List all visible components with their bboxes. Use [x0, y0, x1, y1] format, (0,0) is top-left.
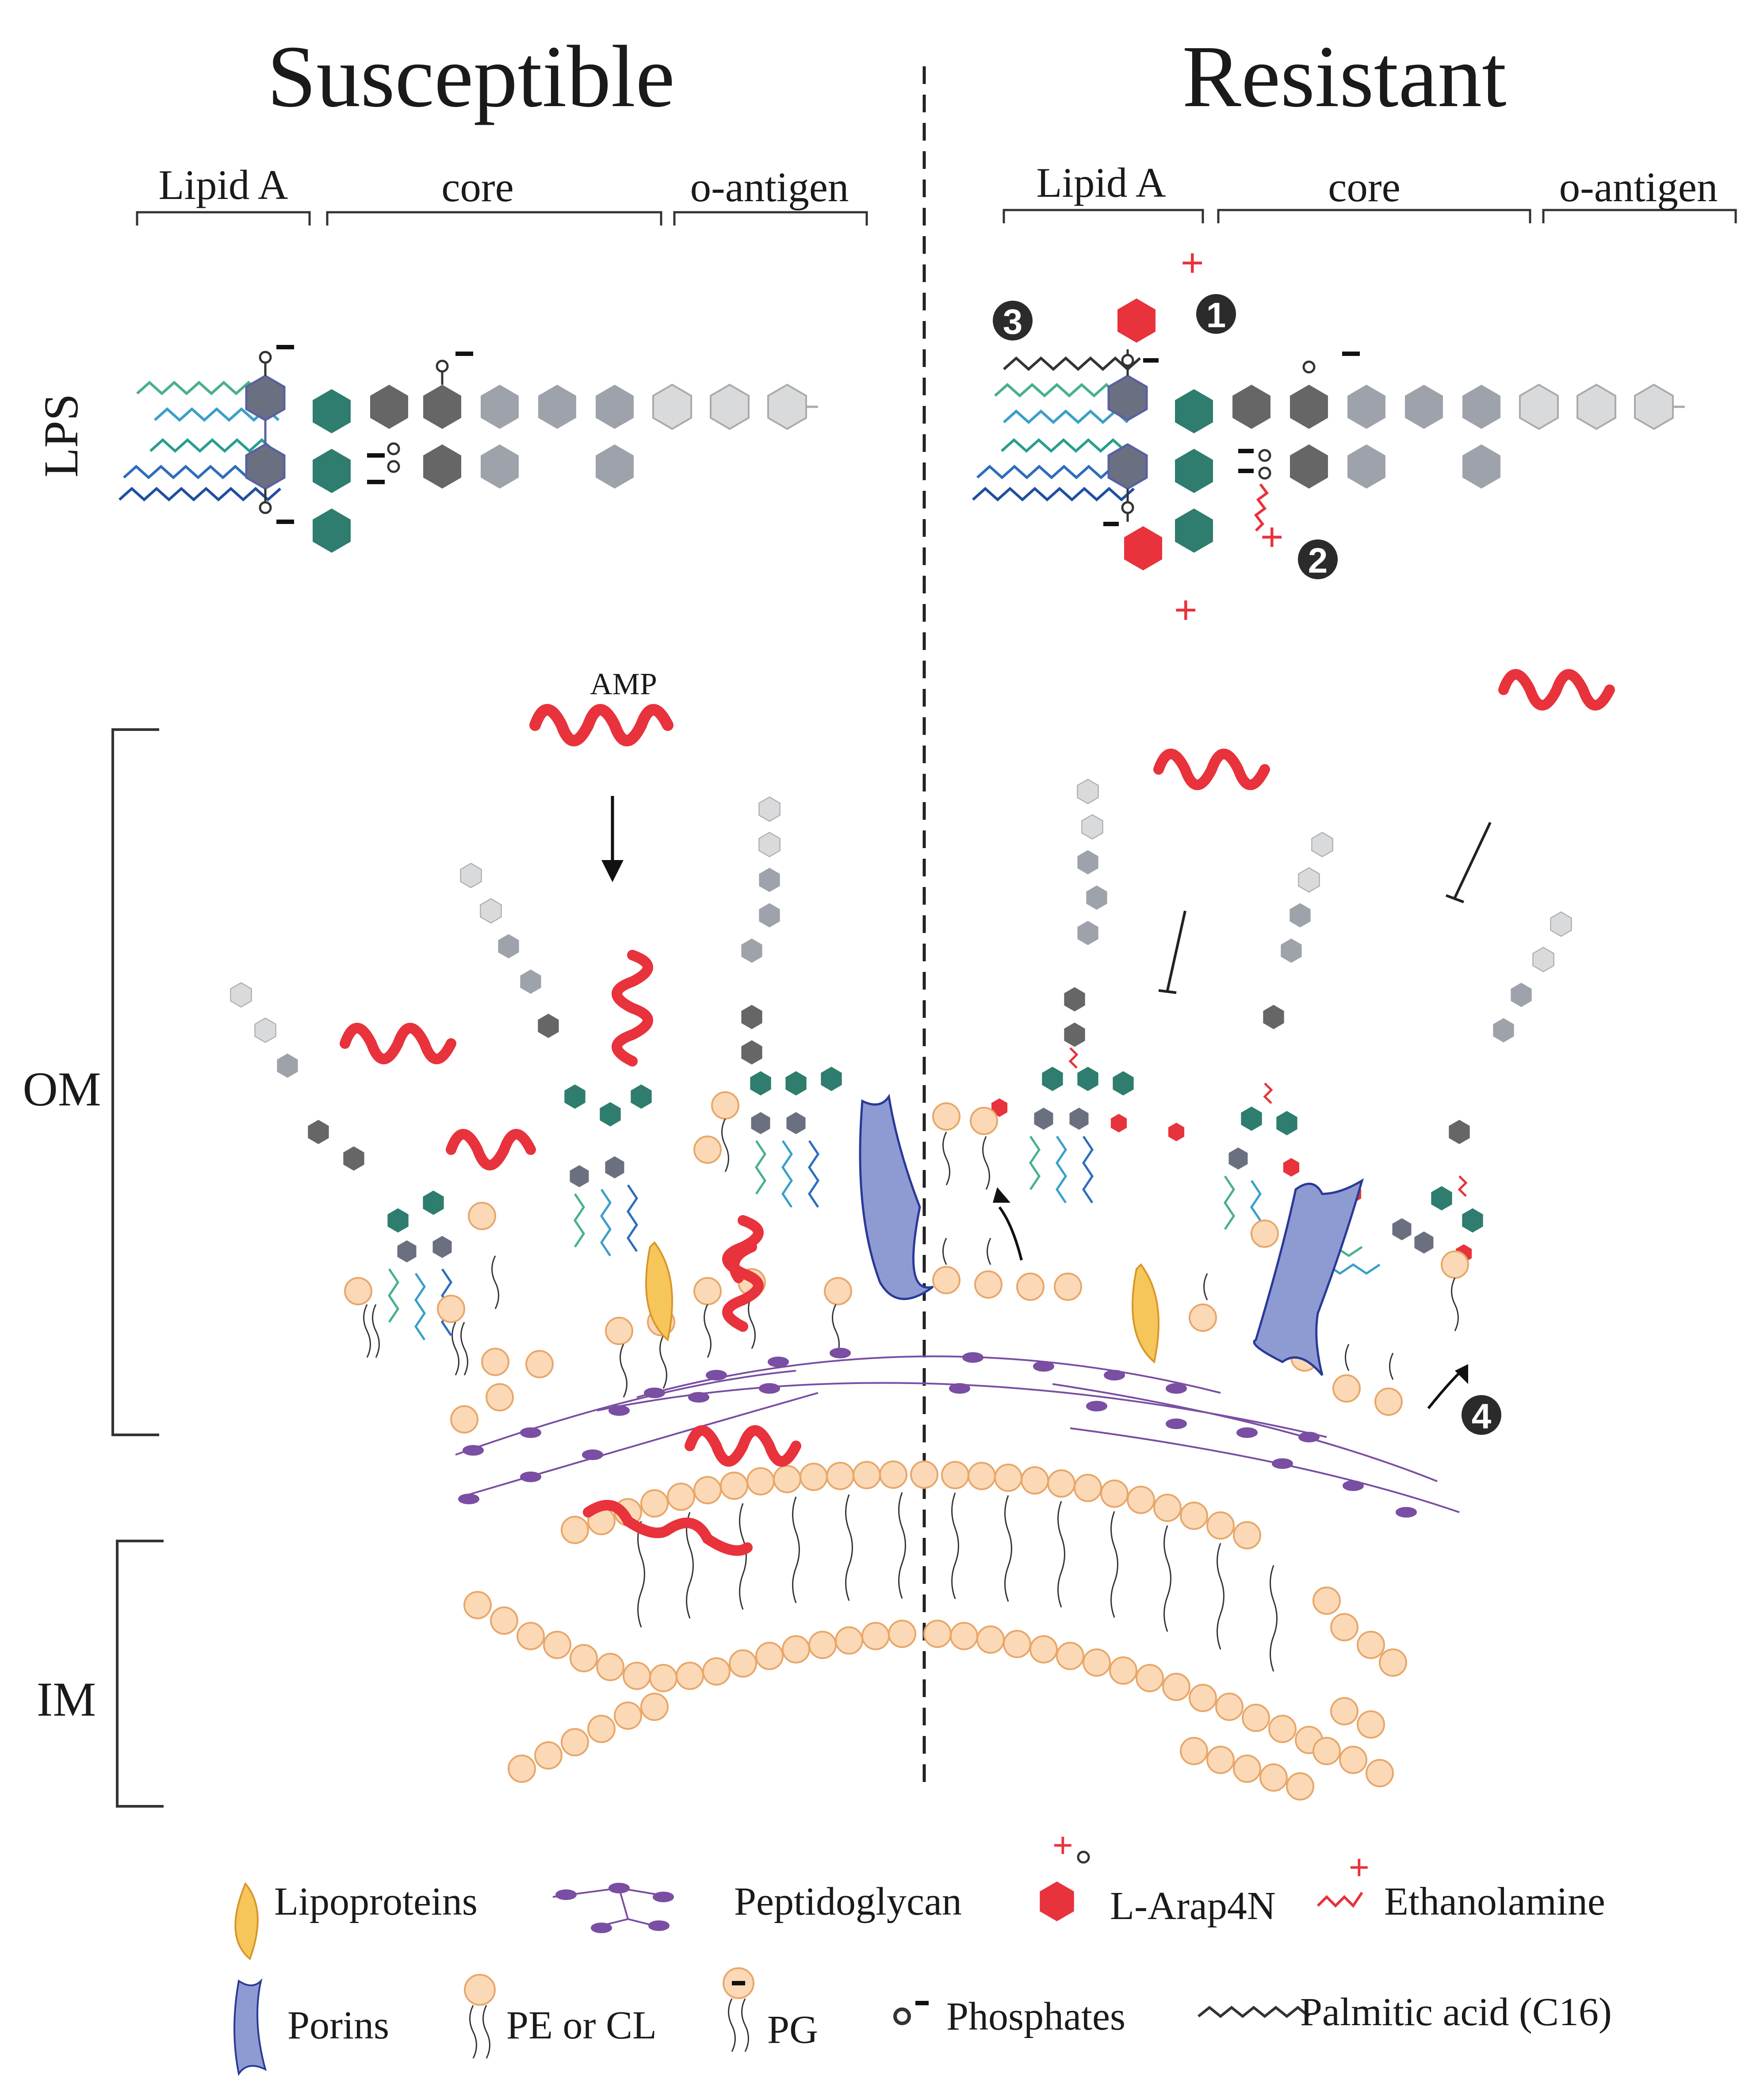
lipid-tails-om-left: [363, 1118, 840, 1398]
svg-text:+: +: [1181, 241, 1204, 285]
porin-om-left: [859, 1094, 934, 1300]
svg-text:3: 3: [1003, 302, 1023, 341]
title-resistant: Resistant: [1182, 28, 1506, 126]
flip-arrows: [998, 1206, 1461, 1409]
legend-peptidoglycan-icon: [552, 1883, 674, 1933]
inhibition-symbols: [1158, 822, 1492, 994]
phospholipid-heads-om-right: [932, 1102, 1469, 1416]
lps-molecule-susceptible: [119, 345, 818, 553]
outer-membrane-right: 4: [932, 669, 1615, 1436]
legend-pg-label: PG: [767, 2008, 818, 2052]
legend-peptidoglycan-label: Peptidoglycan: [734, 1880, 962, 1923]
im-inner-leaflet-heads: [463, 1587, 1407, 1801]
legend-l-arap4n-icon: +: [1040, 1825, 1090, 1921]
lipid-tails-om-right: [942, 1132, 1459, 1380]
l-arap4n-bottom: [1124, 526, 1162, 570]
lps-brackets-right: [1003, 209, 1737, 223]
bracket-om: [111, 728, 159, 1436]
legend-palmitic-acid-label: Palmitic acid (C16): [1300, 1990, 1612, 2034]
label-o-antigen-left: o-antigen: [690, 164, 849, 210]
peptidoglycan-layer: [455, 1348, 1460, 1518]
svg-text:4: 4: [1472, 1396, 1492, 1436]
legend-porin-icon: [233, 1978, 267, 2076]
label-o-antigen-right: o-antigen: [1559, 164, 1718, 210]
inner-membrane: [463, 1425, 1407, 1801]
amp-helix-incoming: [529, 704, 673, 746]
lipoprotein-om-left: [645, 1241, 673, 1342]
label-im: IM: [37, 1672, 96, 1726]
label-om: OM: [23, 1062, 101, 1116]
svg-text:+: +: [1260, 515, 1284, 559]
phospholipid-heads-om-left: [344, 1091, 852, 1434]
bracket-im: [116, 1540, 164, 1808]
svg-text:+: +: [1052, 1825, 1073, 1865]
amp-label: AMP: [590, 667, 657, 701]
phosphate-marks-left: [259, 351, 449, 514]
negative-charges-lps-left: [276, 345, 473, 524]
legend-pe-cl-icon: [464, 1974, 496, 2059]
ethanolamine-lps-right: [1254, 483, 1269, 532]
amp-helices-im: [583, 1425, 801, 1556]
im-outer-leaflet-heads: [561, 1461, 1261, 1549]
legend-lipoprotein-icon: [234, 1882, 259, 1961]
legend-phosphates-label: Phosphates: [946, 1995, 1125, 2038]
peptidoglycan-units: [458, 1348, 1417, 1518]
outer-membrane-left: [230, 796, 934, 1434]
lps-molecule-resistant: + + + 1 2 3: [972, 241, 1685, 632]
label-lps: LPS: [34, 394, 88, 478]
label-lipid-a-right: Lipid A: [1037, 159, 1166, 206]
label-core-left: core: [441, 164, 513, 210]
marker-4: 4: [1462, 1395, 1501, 1436]
legend-palmitic-acid-icon: [1198, 2006, 1310, 2018]
label-lipid-a-left: Lipid A: [159, 161, 288, 208]
title-susceptible: Susceptible: [267, 28, 675, 126]
legend-lipoproteins-label: Lipoproteins: [274, 1880, 478, 1923]
legend-porins-label: Porins: [287, 2004, 389, 2047]
legend-l-arap4n-label: L-Arap4N: [1110, 1884, 1276, 1928]
marker-2: 2: [1298, 539, 1338, 580]
legend-ethanolamine-label: Ethanolamine: [1384, 1880, 1605, 1923]
lipoprotein-om-right: [1132, 1263, 1159, 1364]
lps-brackets-left: [136, 211, 868, 226]
amp-helices-om-right: [1153, 669, 1615, 790]
legend-pg-icon: [723, 1967, 754, 2052]
amp-helices-om-left: [340, 950, 764, 1332]
porin-om-right: [1253, 1178, 1364, 1376]
im-lipid-tails: [637, 1492, 1278, 1672]
svg-text:+: +: [1174, 588, 1198, 632]
positive-charges-lps-right: + + +: [1174, 241, 1284, 632]
legend-ethanolamine-icon: +: [1316, 1847, 1370, 1908]
svg-text:2: 2: [1308, 541, 1328, 580]
label-core-right: core: [1328, 164, 1400, 210]
legend-pe-or-cl-label: PE or CL: [506, 2004, 657, 2047]
marker-1: 1: [1196, 294, 1236, 335]
marker-3: 3: [993, 301, 1033, 341]
svg-text:+: +: [1349, 1847, 1370, 1887]
legend-phosphate-icon: [893, 2001, 929, 2025]
svg-text:1: 1: [1206, 295, 1226, 335]
l-arap4n-top: [1117, 298, 1156, 343]
legend: Lipoproteins Peptidoglycan + L-Arap4N + …: [233, 1825, 1612, 2076]
